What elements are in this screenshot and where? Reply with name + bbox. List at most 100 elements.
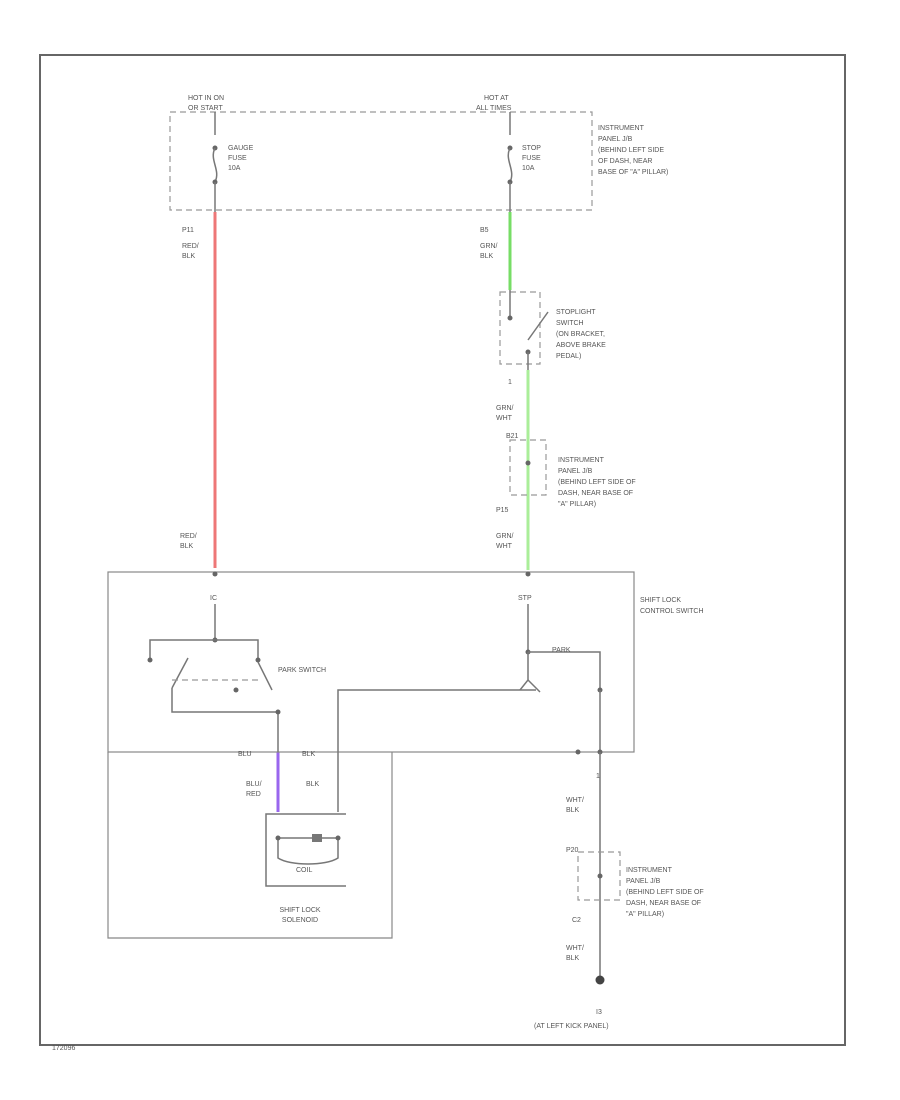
ipjb-low-terminal — [597, 873, 603, 879]
stoplight-switch-blade — [527, 311, 549, 341]
fuse-box-outline — [169, 111, 593, 211]
park-switch-blade-right — [257, 661, 273, 691]
red-blk-top-label-1: RED/ — [182, 243, 199, 250]
park-feed-bus — [528, 651, 601, 690]
stoplight-label-3: (ON BRACKET, — [556, 331, 605, 338]
b5-connector-label: B5 — [480, 227, 489, 234]
wht-blk-1-label-2: BLK — [566, 807, 580, 814]
solenoid-terminal-right — [335, 835, 341, 841]
solenoid-inner-frame — [265, 813, 346, 887]
pin-1-lower-label: 1 — [596, 773, 600, 780]
hot-at-all-label-2: ALL TIMES — [476, 105, 512, 112]
ground-id-label: I3 — [596, 1009, 602, 1016]
c2-connector-label: C2 — [572, 917, 581, 924]
solenoid-label-1: SHIFT LOCK — [279, 907, 320, 914]
p20-connector-label: P20 — [566, 847, 579, 854]
grn-blk-label-2: BLK — [480, 253, 494, 260]
grn-blk-label-1: GRN/ — [480, 243, 498, 250]
ipjb-low: P20 INSTRUMENT PANEL J/B (BEHIND LEFT SI… — [566, 847, 704, 918]
ic-terminal-top — [212, 571, 218, 577]
control-switch-label-1: SHIFT LOCK — [640, 597, 681, 604]
gauge-fuse-label-3: 10A — [228, 165, 241, 172]
pin-1-label: 1 — [508, 379, 512, 386]
gauge-fuse-label-1: GAUGE — [228, 145, 254, 152]
control-ground-terminal-a — [575, 749, 581, 755]
stop-fuse-label-2: FUSE — [522, 155, 541, 162]
ipjb-mid-label-1: INSTRUMENT — [558, 457, 605, 464]
stp-pin-label: STP — [518, 595, 532, 602]
ipjb-mid-label-4: DASH, NEAR BASE OF — [558, 490, 633, 497]
solenoid-diode-icon — [312, 834, 322, 842]
stp-terminal-top — [525, 571, 531, 577]
ipjb-mid-label-2: PANEL J/B — [558, 468, 593, 475]
park-contact-label: PARK — [552, 647, 571, 654]
stop-fuse-label-3: 10A — [522, 165, 535, 172]
ipjb-low-label-4: DASH, NEAR BASE OF — [626, 900, 701, 907]
ipjb-mid-terminal — [525, 460, 531, 466]
blu-red-label-1: BLU/ — [246, 781, 262, 788]
solenoid-terminal-left — [275, 835, 281, 841]
grn-wht-1-label-1: GRN/ — [496, 405, 514, 412]
blk-mid-label: BLK — [306, 781, 320, 788]
solenoid-coil-loop — [277, 838, 339, 865]
ipjb-low-label-3: (BEHIND LEFT SIDE OF — [626, 889, 704, 896]
control-switch-outline — [107, 571, 635, 753]
red-blk-bottom-label-1: RED/ — [180, 533, 197, 540]
red-blk-bottom-label-2: BLK — [180, 543, 194, 550]
park-switch-top-bus — [149, 639, 259, 660]
hot-at-all-label-1: HOT AT — [484, 95, 509, 102]
ground-icon — [595, 975, 605, 985]
ipjb-mid-outline — [509, 439, 547, 496]
ipjb-low-outline — [577, 851, 621, 901]
internal-transistor — [520, 679, 541, 693]
gauge-fuse-icon — [212, 147, 218, 183]
wht-blk-1-label-1: WHT/ — [566, 797, 584, 804]
hot-run-label-2: OR START — [188, 105, 223, 112]
stoplight-label-1: STOPLIGHT — [556, 309, 596, 316]
park-switch-contact-mid — [233, 687, 239, 693]
control-switch-label-2: CONTROL SWITCH — [640, 608, 704, 615]
solenoid-coil-label: COIL — [296, 867, 312, 874]
shift-lock-solenoid: BLU BLK BLU/ RED BLK COIL SHIFT LOCK SOL… — [107, 751, 393, 939]
ipjb-mid-label-3: (BEHIND LEFT SIDE OF — [558, 479, 636, 486]
grn-wht-2-label-1: GRN/ — [496, 533, 514, 540]
solenoid-outline — [107, 752, 393, 939]
wht-blk-2-label-2: BLK — [566, 955, 580, 962]
blk-internal-route — [337, 689, 520, 752]
park-switch-output-node — [275, 709, 281, 715]
grn-wht-2-label-2: WHT — [496, 543, 513, 550]
fuse-box: HOT IN ON OR START HOT AT ALL TIMES GAUG… — [169, 95, 668, 212]
stoplight-switch-outline — [499, 291, 541, 365]
ipjb-low-label-2: PANEL J/B — [626, 878, 661, 885]
fuse-box-label-5: BASE OF "A" PILLAR) — [598, 169, 668, 176]
park-switch-label: PARK SWITCH — [278, 667, 326, 674]
ic-pin-label: IC — [210, 595, 217, 602]
blu-top-label: BLU — [238, 751, 252, 758]
diagram-code: 172096 — [52, 1045, 75, 1052]
ipjb-mid-label-5: "A" PILLAR) — [558, 501, 596, 508]
stop-fuse-label-1: STOP — [522, 145, 541, 152]
gauge-fuse-label-2: FUSE — [228, 155, 247, 162]
ipjb-low-label-5: "A" PILLAR) — [626, 911, 664, 918]
stoplight-switch: STOPLIGHT SWITCH (ON BRACKET, ABOVE BRAK… — [499, 290, 606, 370]
red-blk-top-label-2: BLK — [182, 253, 196, 260]
fuse-box-label-2: PANEL J/B — [598, 136, 633, 143]
stoplight-label-4: ABOVE BRAKE — [556, 342, 606, 349]
solenoid-label-2: SOLENOID — [282, 917, 318, 924]
hot-run-label-1: HOT IN ON — [188, 95, 224, 102]
blu-red-label-2: RED — [246, 791, 261, 798]
shift-lock-control-switch: IC STP SHIFT LOCK CONTROL SWITCH PARK SW… — [107, 571, 704, 755]
b21-connector-label: B21 — [506, 433, 519, 440]
stoplight-contact-top — [507, 315, 513, 321]
ground-location-label: (AT LEFT KICK PANEL) — [534, 1023, 609, 1030]
blk-top-label: BLK — [302, 751, 316, 758]
park-switch-bottom-bus — [171, 688, 279, 752]
wht-blk-2-label-1: WHT/ — [566, 945, 584, 952]
ipjb-low-label-1: INSTRUMENT — [626, 867, 673, 874]
fuse-box-label-1: INSTRUMENT — [598, 125, 645, 132]
p11-connector-label: P11 — [182, 227, 194, 234]
ipjb-mid: B21 INSTRUMENT PANEL J/B (BEHIND LEFT SI… — [506, 433, 636, 508]
park-switch-contact-left — [147, 657, 153, 663]
diagram-frame — [39, 54, 846, 1046]
